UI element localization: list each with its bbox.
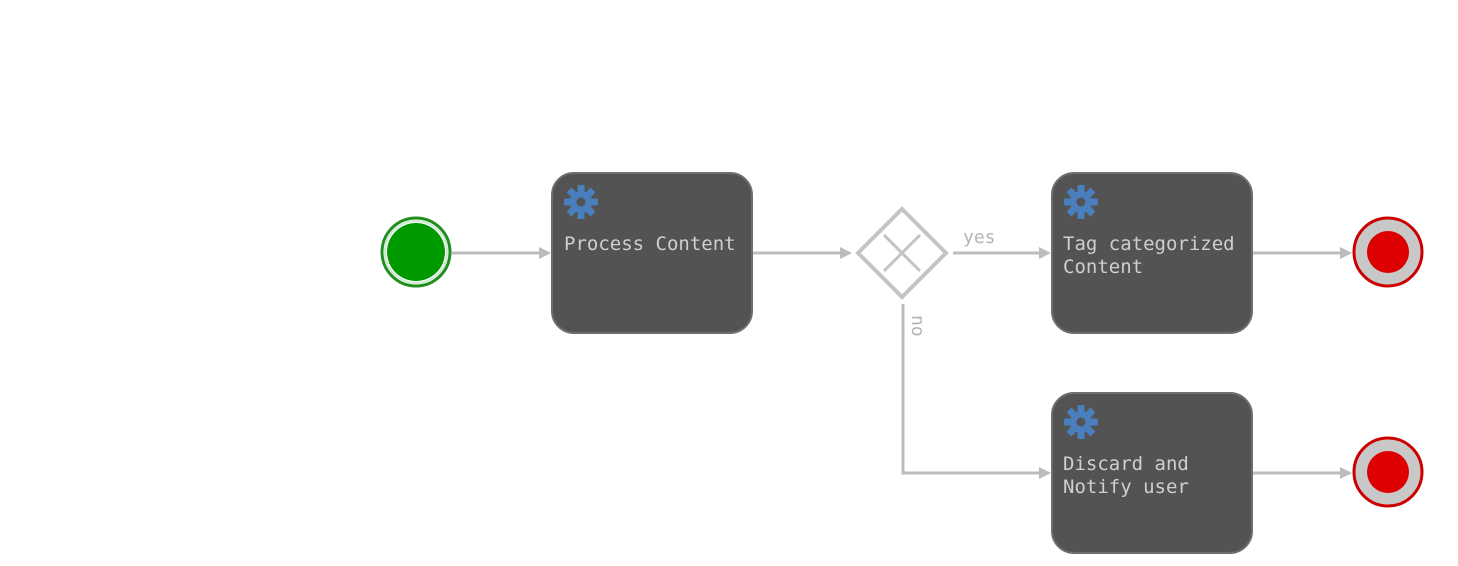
flow-yes-label: yes: [963, 227, 996, 248]
exclusive-gateway[interactable]: [855, 206, 949, 300]
flow-no-label: no: [907, 315, 928, 337]
sequence-flows: [452, 247, 1352, 479]
x-icon: [882, 233, 922, 273]
task-label: Discard and Notify user: [1063, 453, 1200, 498]
flow-no[interactable]: [901, 304, 1051, 479]
start-event[interactable]: [380, 216, 452, 288]
gear-icon: [564, 185, 598, 219]
task-tag-categorized-content[interactable]: Tag categorized Content: [1051, 172, 1253, 334]
task-discard-and-notify-user[interactable]: Discard and Notify user: [1051, 392, 1253, 554]
gear-icon: [1064, 405, 1098, 439]
end-event-tag[interactable]: [1352, 216, 1424, 288]
task-process-content[interactable]: Process Content: [551, 172, 753, 334]
end-event-discard[interactable]: [1352, 436, 1424, 508]
gear-icon: [1064, 185, 1098, 219]
task-label: Process Content: [564, 233, 736, 255]
task-label: Tag categorized Content: [1063, 233, 1246, 278]
